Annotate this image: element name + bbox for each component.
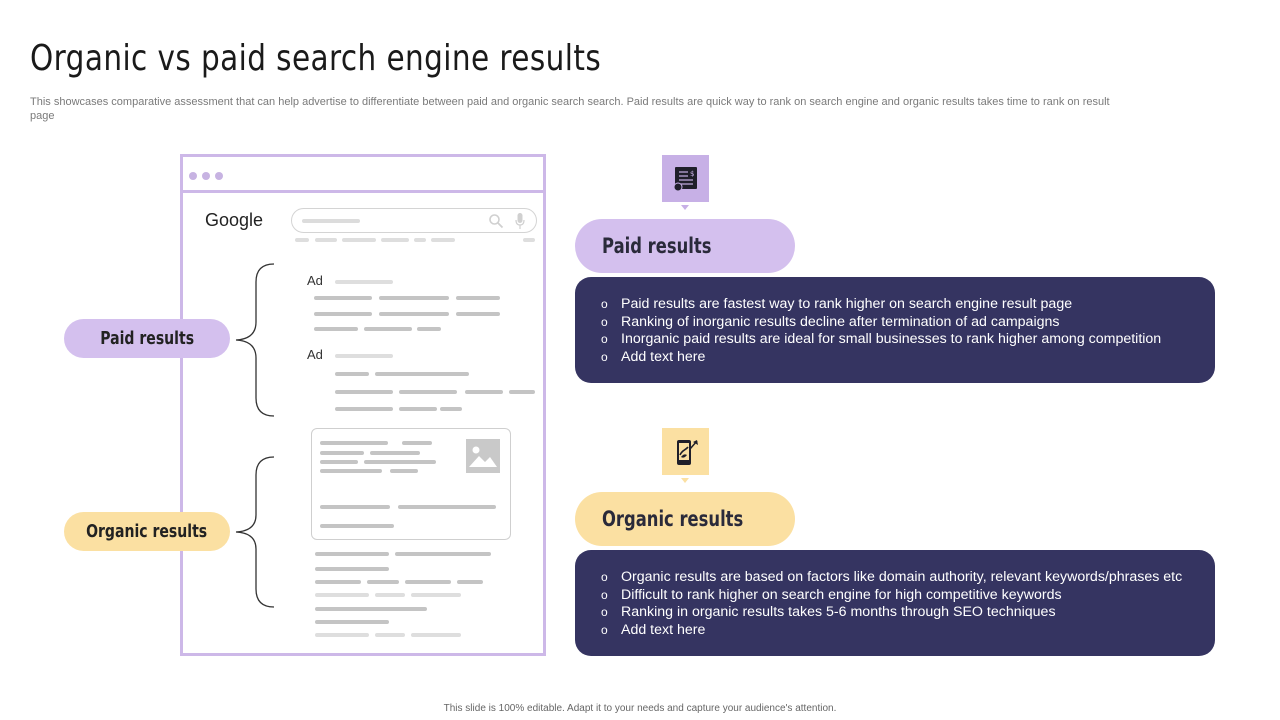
search-bar: [291, 208, 537, 233]
window-dot-icon: [202, 172, 210, 180]
placeholder-line: [456, 312, 500, 316]
organic-results-label-text: Organic results: [86, 521, 208, 542]
window-dot-icon: [215, 172, 223, 180]
placeholder-line: [395, 552, 491, 556]
microphone-icon: [515, 213, 525, 229]
placeholder-line: [314, 296, 372, 300]
placeholder-line: [320, 469, 382, 473]
placeholder-line: [367, 580, 399, 584]
list-item: Difficult to rank higher on search engin…: [601, 587, 1215, 605]
placeholder-line: [335, 390, 393, 394]
placeholder-line: [457, 580, 483, 584]
placeholder-line: [375, 633, 405, 637]
organic-results-list: Organic results are based on factors lik…: [601, 569, 1215, 639]
placeholder-line: [315, 593, 369, 597]
placeholder-line: [398, 505, 496, 509]
placeholder-line: [335, 372, 369, 376]
placeholder-line: [315, 238, 337, 242]
paid-results-label-text: Paid results: [100, 328, 194, 349]
placeholder-line: [390, 469, 418, 473]
placeholder-line: [315, 552, 389, 556]
paid-results-heading-text: Paid results: [602, 234, 712, 258]
placeholder-line: [375, 593, 405, 597]
placeholder-line: [411, 633, 461, 637]
placeholder-line: [431, 238, 455, 242]
list-item: Add text here: [601, 622, 1215, 640]
list-item: Inorganic paid results are ideal for sma…: [601, 331, 1215, 349]
organic-result-card: [311, 428, 511, 540]
placeholder-line: [509, 390, 535, 394]
placeholder-line: [315, 620, 389, 624]
browser-mockup: Google Ad Ad: [180, 154, 546, 656]
placeholder-line: [320, 460, 358, 464]
paid-results-list: Paid results are fastest way to rank hig…: [601, 296, 1215, 366]
ad-label: Ad: [307, 273, 323, 288]
organic-results-panel: Organic results are based on factors lik…: [575, 550, 1215, 656]
placeholder-line: [314, 327, 358, 331]
search-placeholder-line: [302, 219, 360, 223]
placeholder-line: [379, 296, 449, 300]
placeholder-line: [364, 327, 404, 331]
magnifier-icon: [489, 214, 504, 229]
mobile-growth-icon: [662, 428, 709, 475]
paid-bracket: [235, 263, 275, 417]
organic-results-heading-text: Organic results: [602, 507, 744, 531]
svg-text:$: $: [690, 170, 694, 178]
page-subtitle: This showcases comparative assessment th…: [30, 96, 1110, 122]
ad-label: Ad: [307, 347, 323, 362]
search-engine-logo: Google: [205, 210, 264, 230]
placeholder-line: [390, 327, 412, 331]
organic-results-label: Organic results: [64, 512, 230, 551]
list-item: Organic results are based on factors lik…: [601, 569, 1215, 587]
list-item: Ranking in organic results takes 5-6 mon…: [601, 604, 1215, 622]
placeholder-line: [417, 327, 441, 331]
placeholder-line: [335, 354, 393, 358]
placeholder-line: [342, 238, 376, 242]
organic-results-heading: Organic results: [575, 492, 795, 546]
placeholder-line: [315, 580, 361, 584]
placeholder-line: [399, 390, 457, 394]
organic-icon-pointer: [681, 478, 689, 483]
placeholder-line: [381, 238, 409, 242]
paid-icon-pointer: [681, 205, 689, 210]
page-title: Organic vs paid search engine results: [30, 38, 602, 79]
placeholder-line: [414, 238, 426, 242]
placeholder-line: [315, 607, 427, 611]
placeholder-line: [315, 633, 369, 637]
list-item: Ranking of inorganic results decline aft…: [601, 314, 1215, 332]
paid-results-heading: Paid results: [575, 219, 795, 273]
list-item: Paid results are fastest way to rank hig…: [601, 296, 1215, 314]
placeholder-line: [335, 280, 393, 284]
placeholder-line: [405, 580, 451, 584]
window-dot-icon: [189, 172, 197, 180]
placeholder-line: [315, 567, 389, 571]
placeholder-line: [375, 372, 469, 376]
browser-titlebar: [183, 157, 543, 193]
placeholder-line: [314, 312, 372, 316]
image-icon: [466, 439, 500, 473]
placeholder-line: [402, 441, 432, 445]
placeholder-line: [411, 593, 461, 597]
placeholder-line: [295, 238, 309, 242]
placeholder-line: [320, 441, 388, 445]
footer-note: This slide is 100% editable. Adapt it to…: [443, 703, 837, 714]
placeholder-line: [456, 296, 500, 300]
placeholder-line: [320, 505, 390, 509]
placeholder-line: [379, 312, 449, 316]
placeholder-line: [523, 238, 535, 242]
placeholder-line: [364, 460, 436, 464]
placeholder-line: [465, 390, 503, 394]
paid-results-label: Paid results: [64, 319, 230, 358]
paid-results-panel: Paid results are fastest way to rank hig…: [575, 277, 1215, 383]
ad-document-icon: $: [662, 155, 709, 202]
placeholder-line: [335, 407, 393, 411]
placeholder-line: [412, 407, 434, 411]
organic-bracket: [235, 456, 275, 608]
list-item: Add text here: [601, 349, 1215, 367]
placeholder-line: [440, 407, 462, 411]
placeholder-line: [320, 524, 394, 528]
placeholder-line: [320, 451, 364, 455]
placeholder-line: [370, 451, 420, 455]
